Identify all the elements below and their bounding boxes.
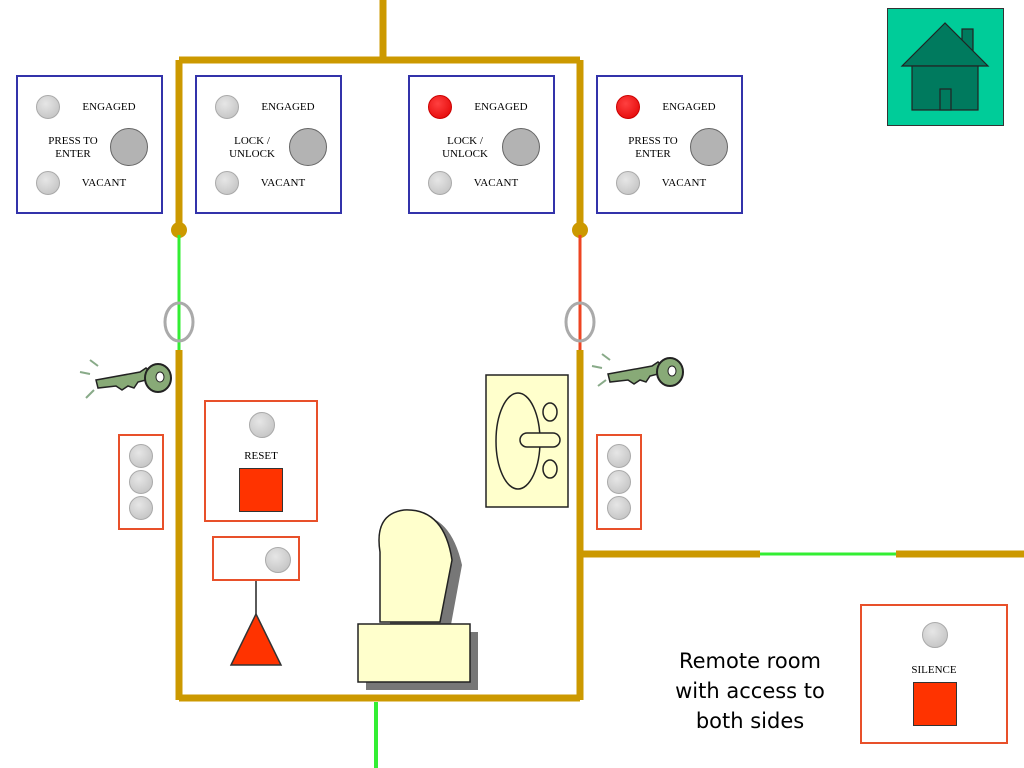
engaged-label: ENGAGED [474, 101, 528, 113]
engaged-lamp [616, 95, 640, 119]
reset-lamp [249, 412, 275, 438]
door-panel-left-outside: ENGAGED PRESS TO ENTER VACANT [16, 75, 163, 214]
engaged-label: ENGAGED [261, 101, 315, 113]
vacant-lamp [215, 171, 239, 195]
status-lamp [129, 444, 153, 468]
vacant-label: VACANT [473, 177, 519, 189]
lock-ring-right [564, 301, 596, 343]
pull-cord-indicator [212, 536, 300, 581]
press-to-enter-label: PRESS TO ENTER [48, 135, 98, 160]
diagram-caption: Remote room with access to both sides [675, 649, 825, 733]
engaged-label: ENGAGED [662, 101, 716, 113]
engaged-lamp [36, 95, 60, 119]
door-hinge-right [572, 222, 588, 238]
lock-unlock-button[interactable] [502, 128, 540, 166]
status-lamp [607, 470, 631, 494]
key-icon[interactable] [79, 359, 172, 399]
engaged-lamp [428, 95, 452, 119]
press-to-enter-button[interactable] [690, 128, 728, 166]
status-lamp [607, 496, 631, 520]
vacant-label: VACANT [260, 177, 306, 189]
reset-label: RESET [244, 450, 278, 462]
status-lamp [129, 496, 153, 520]
reset-button[interactable] [239, 468, 283, 512]
warning-triangle-icon[interactable] [229, 612, 283, 666]
reset-panel: RESET [204, 400, 318, 522]
status-lamp [129, 470, 153, 494]
toilet [357, 509, 478, 690]
press-to-enter-label: PRESS TO ENTER [628, 135, 678, 160]
washbasin [485, 374, 569, 508]
lock-ring-left [163, 301, 195, 343]
vacant-lamp [36, 171, 60, 195]
vacant-label: VACANT [81, 177, 127, 189]
status-lamp [607, 444, 631, 468]
lock-unlock-label: LOCK / UNLOCK [442, 135, 488, 160]
status-lamp-column-right [596, 434, 642, 530]
lock-unlock-button[interactable] [289, 128, 327, 166]
door-hinge-left [171, 222, 187, 238]
silence-panel: SILENCE [860, 604, 1008, 744]
silence-label: SILENCE [911, 664, 957, 676]
home-button[interactable] [887, 8, 1004, 126]
key-icon[interactable] [591, 353, 684, 387]
vacant-label: VACANT [661, 177, 707, 189]
house-icon [900, 22, 990, 111]
door-panel-right-inside: ENGAGED LOCK / UNLOCK VACANT [408, 75, 555, 214]
vacant-lamp [616, 171, 640, 195]
silence-button[interactable] [913, 682, 957, 726]
lock-unlock-label: LOCK / UNLOCK [229, 135, 275, 160]
engaged-label: ENGAGED [82, 101, 136, 113]
vacant-lamp [428, 171, 452, 195]
status-lamp-column-left [118, 434, 164, 530]
press-to-enter-button[interactable] [110, 128, 148, 166]
engaged-lamp [215, 95, 239, 119]
pull-cord-lamp [265, 547, 291, 573]
silence-lamp [922, 622, 948, 648]
room-walls [175, 0, 1024, 702]
door-panel-left-inside: ENGAGED LOCK / UNLOCK VACANT [195, 75, 342, 214]
door-panel-right-outside: ENGAGED PRESS TO ENTER VACANT [596, 75, 743, 214]
